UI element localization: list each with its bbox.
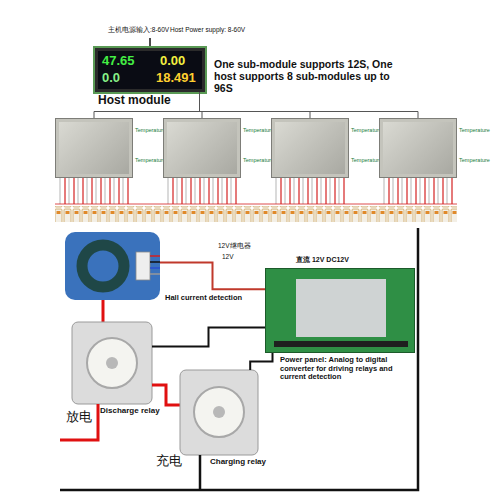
sensor-label: Hall current detection xyxy=(165,294,242,303)
hall-sensor: Hall current detection xyxy=(65,232,160,300)
hall-sensor-mount xyxy=(65,232,160,300)
panel-label: Power panel: Analog to digital converter… xyxy=(280,356,416,382)
temperature-label: Temperature xyxy=(459,127,490,133)
charging-relay: Charging relay xyxy=(180,370,258,455)
balance-wire-bundle xyxy=(59,178,129,204)
supply-note: Host Power supply: 8-60V xyxy=(170,26,245,33)
sub-module: TemperatureTemperature xyxy=(163,118,241,178)
discharge-relay: Discharge relay xyxy=(72,322,152,404)
sensor-wire xyxy=(150,255,160,257)
relay-contact xyxy=(87,338,137,388)
voltage-note: 12V xyxy=(222,253,234,260)
wire-connector xyxy=(152,328,265,347)
supply-cable xyxy=(149,38,151,48)
balance-wire-bundle xyxy=(383,178,453,204)
power-panel: Power panel: Analog to digital converter… xyxy=(265,268,415,353)
direction-label: 充电 xyxy=(156,454,182,469)
power-wire xyxy=(102,300,105,322)
balance-wire-bundle xyxy=(275,178,345,204)
sensor-wire xyxy=(150,273,160,275)
display-reading: 0.00 xyxy=(160,54,185,69)
battery-cell-row xyxy=(55,206,457,222)
display-reading: 47.65 xyxy=(102,54,135,69)
sensor-wire xyxy=(150,261,160,263)
charge-wire xyxy=(199,455,202,490)
relay-supply-note: 12V继电器 xyxy=(218,242,251,249)
temperature-label: Temperature xyxy=(135,157,166,163)
temperature-label: Temperature xyxy=(243,157,274,163)
temperature-label: Temperature xyxy=(459,157,490,163)
relay-contact xyxy=(194,387,244,437)
wire-connector xyxy=(200,92,419,118)
temperature-label: Temperature xyxy=(243,127,274,133)
relay-body xyxy=(72,322,152,404)
relay-body xyxy=(180,370,258,455)
supply-note: 主机电源输入:8-60V xyxy=(108,26,169,33)
sensor-connector xyxy=(136,252,150,280)
wire-connector xyxy=(200,92,311,118)
relay-terminal xyxy=(106,357,118,369)
sensor-wire xyxy=(150,267,160,269)
sub-module: TemperatureTemperature xyxy=(55,118,133,178)
wire-connector xyxy=(200,92,203,118)
bus-wire xyxy=(55,204,457,205)
sub-module: TemperatureTemperature xyxy=(271,118,349,178)
balance-wire-bundle xyxy=(167,178,237,204)
wire-connector xyxy=(250,353,272,370)
voltage-note: 直流 12V DC12V xyxy=(296,256,349,264)
module-title: Host module xyxy=(98,94,171,108)
direction-label: 放电 xyxy=(66,410,92,425)
display-reading: 0.0 xyxy=(102,71,120,86)
temperature-label: Temperature xyxy=(351,157,382,163)
wire-connector xyxy=(94,92,200,118)
power-wire xyxy=(152,385,180,405)
display-reading: 18.491 xyxy=(156,71,196,86)
relay-label: Charging relay xyxy=(210,457,266,466)
relay-terminal xyxy=(213,406,225,418)
host-module: 47.650.000.018.491Host module xyxy=(95,48,205,92)
capacity-note: One sub-module supports 12S, One host su… xyxy=(214,58,402,94)
wire-connector xyxy=(160,263,265,290)
temperature-label: Temperature xyxy=(351,127,382,133)
temperature-label: Temperature xyxy=(135,127,166,133)
negative-wire xyxy=(60,228,418,490)
discharge-wire xyxy=(60,404,98,440)
sub-module: TemperatureTemperature xyxy=(379,118,457,178)
relay-label: Discharge relay xyxy=(100,406,160,415)
hall-sensor-ring xyxy=(82,245,124,287)
